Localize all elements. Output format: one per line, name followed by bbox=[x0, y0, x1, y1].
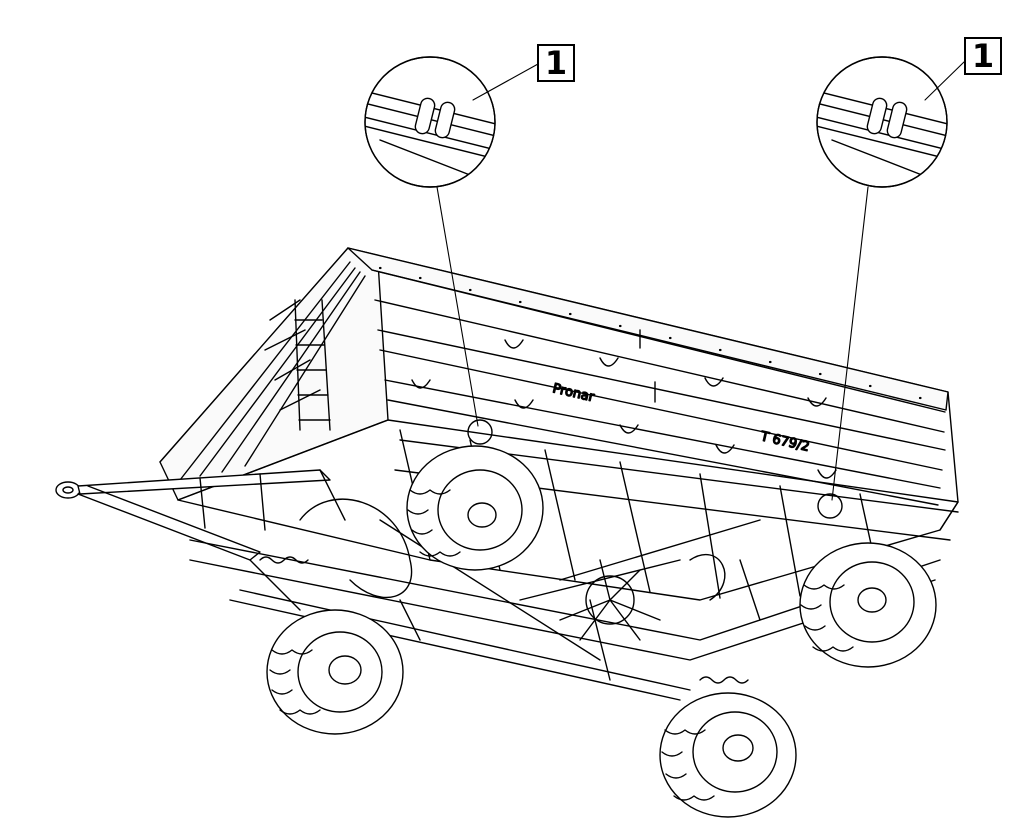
drawbar bbox=[55, 469, 346, 611]
front-ladder bbox=[294, 299, 331, 431]
detail-view-left bbox=[364, 56, 496, 188]
front-wall bbox=[159, 247, 389, 501]
rivets bbox=[378, 266, 922, 400]
rope-hooks bbox=[411, 329, 837, 479]
ram-star bbox=[559, 559, 661, 641]
detail-view-right bbox=[816, 56, 948, 188]
wheel-rear-left bbox=[406, 445, 544, 571]
leader-lines bbox=[436, 61, 965, 501]
wheel-front-left bbox=[266, 609, 404, 735]
side-marking: T 679/2 bbox=[758, 429, 811, 455]
wheel-front-right bbox=[659, 692, 797, 818]
cargo-box: Pronar T 679/2 bbox=[159, 247, 959, 601]
detail-spot-left bbox=[467, 419, 493, 445]
wheel-rear-right bbox=[799, 542, 937, 668]
side-wall bbox=[347, 247, 949, 411]
callout-label-left: 1 bbox=[537, 44, 575, 82]
callout-label-right: 1 bbox=[964, 37, 1002, 75]
brand-marking: Pronar bbox=[551, 381, 596, 405]
detail-spot-right bbox=[817, 493, 843, 519]
